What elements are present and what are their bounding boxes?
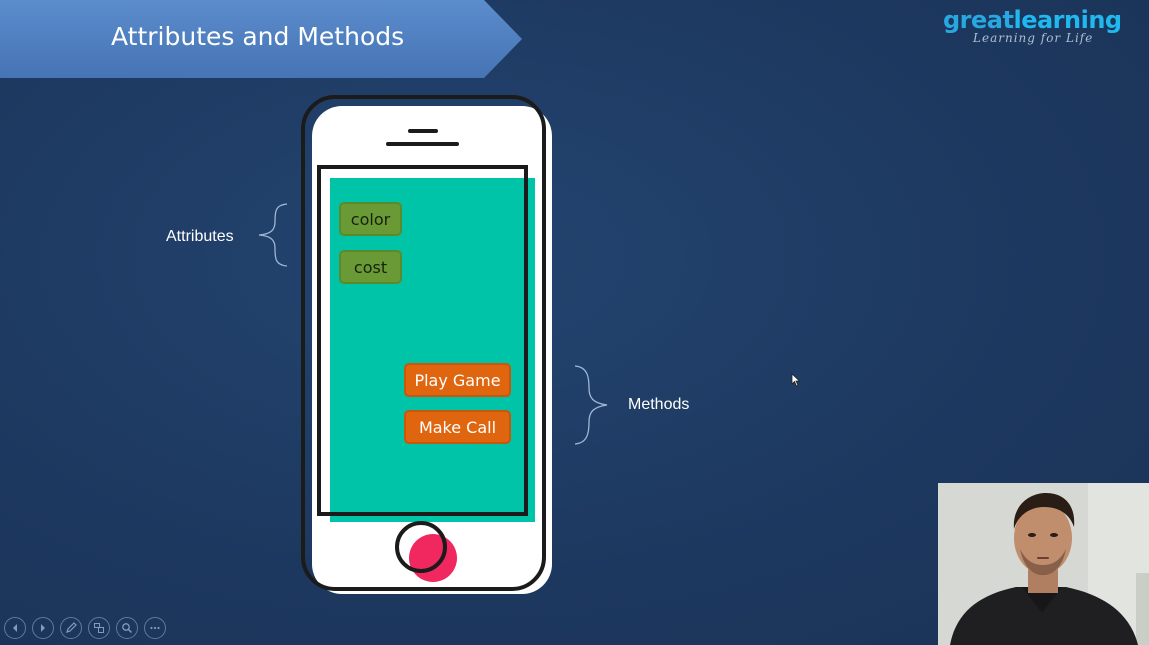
zoom-icon[interactable]: [116, 617, 138, 639]
mouse-cursor-icon: [791, 373, 801, 387]
pen-icon[interactable]: [60, 617, 82, 639]
methods-label: Methods: [628, 396, 690, 413]
slide-title: Attributes and Methods: [111, 22, 405, 51]
presenter-video-frame: [938, 483, 1149, 645]
methods-brace: [574, 365, 608, 445]
banner-shape: [0, 0, 522, 78]
more-icon[interactable]: [144, 617, 166, 639]
attributes-brace: [258, 203, 288, 267]
presentation-controls: [4, 617, 166, 639]
great-learning-logo: greatlearning Learning for Life: [943, 6, 1129, 48]
method-chip-play-game: Play Game: [404, 363, 511, 397]
method-chip-make-call: Make Call: [404, 410, 511, 444]
title-banner: Attributes and Methods: [0, 0, 522, 78]
slides-icon[interactable]: [88, 617, 110, 639]
smartphone-illustration: [301, 95, 552, 594]
attribute-chip-color: color: [339, 202, 402, 236]
prev-icon[interactable]: [4, 617, 26, 639]
next-icon[interactable]: [32, 617, 54, 639]
attributes-label: Attributes: [166, 228, 234, 245]
logo-prefix: great: [943, 6, 1014, 34]
attribute-chip-cost: cost: [339, 250, 402, 284]
presenter-webcam: [938, 483, 1149, 645]
logo-suffix: learning: [1013, 6, 1122, 34]
logo-tagline: Learning for Life: [973, 31, 1094, 45]
